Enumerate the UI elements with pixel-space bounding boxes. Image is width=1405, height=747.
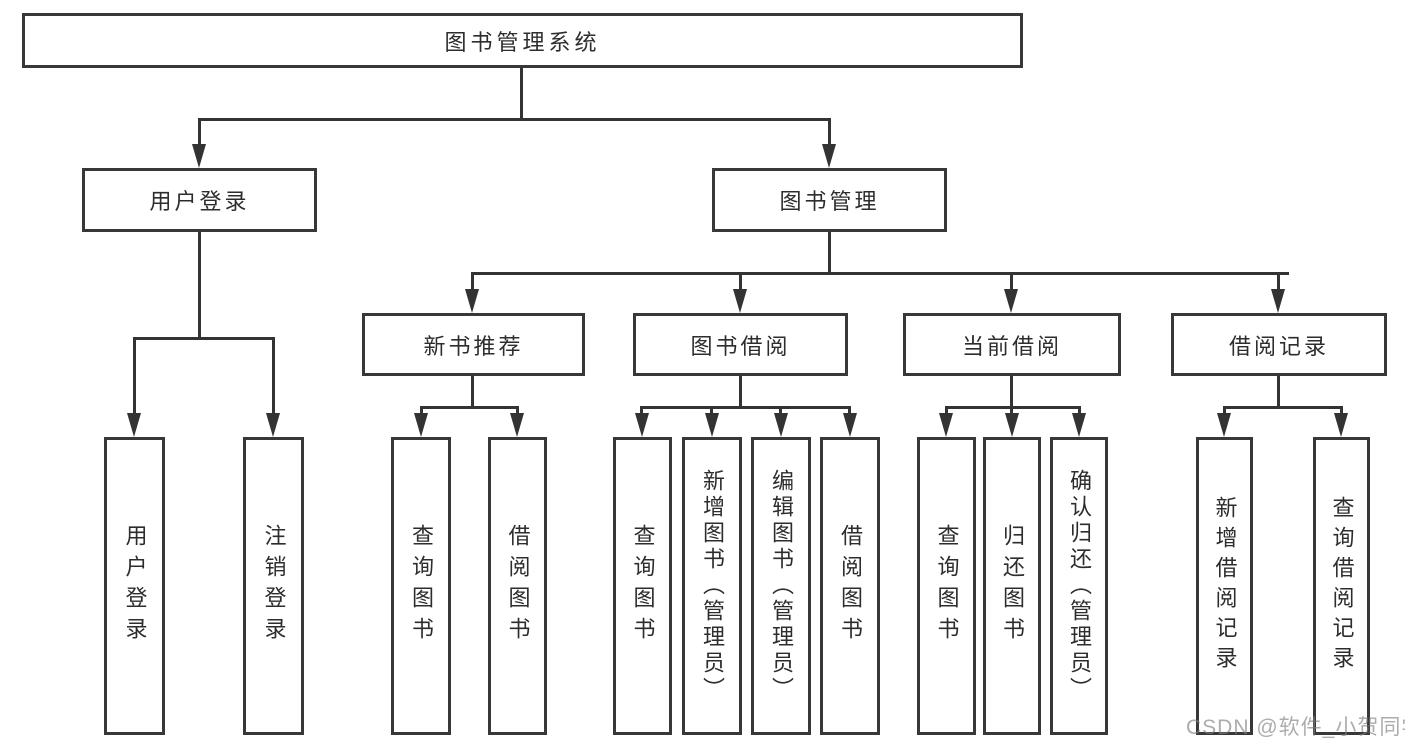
leaf-query-borrow-record: 查询借阅记录 <box>1313 437 1370 735</box>
arrow-down-icon <box>774 413 788 437</box>
arrow-down-icon <box>1217 413 1231 437</box>
watermark: CSDN @软件_小贺同学 <box>1186 716 1405 739</box>
edge-hline <box>945 406 1081 409</box>
leaf-label: 用户登录 <box>122 524 148 648</box>
leaf-label: 新增图书（管理员） <box>700 469 725 703</box>
edge-stem <box>779 406 782 418</box>
leaf-user-login: 用户登录 <box>104 437 165 735</box>
edge-vline <box>198 232 201 337</box>
node-label: 用户登录 <box>149 189 250 214</box>
node-label: 图书管理 <box>779 189 880 214</box>
edge-vline <box>739 376 742 407</box>
leaf-label: 查询图书 <box>630 524 656 648</box>
edge-hline <box>198 118 831 121</box>
leaf-logout: 注销登录 <box>243 437 304 735</box>
node-book-borrow: 图书借阅 <box>633 313 848 376</box>
edge-hline <box>420 406 519 409</box>
edge-vline <box>1010 376 1013 407</box>
leaf-query-book-current: 查询图书 <box>917 437 976 735</box>
leaf-borrow-book: 借阅图书 <box>820 437 880 735</box>
leaf-label: 新增借阅记录 <box>1212 496 1238 676</box>
edge-stem <box>848 406 851 418</box>
arrow-down-icon <box>1072 413 1086 437</box>
node-new-book-recommend: 新书推荐 <box>362 313 585 376</box>
leaf-label: 查询图书 <box>934 524 960 648</box>
edge-vline <box>520 68 523 118</box>
arrow-down-icon <box>192 144 206 168</box>
leaf-return-book: 归还图书 <box>983 437 1041 735</box>
leaf-add-book-admin: 新增图书（管理员） <box>682 437 742 735</box>
arrow-down-icon <box>510 413 524 437</box>
leaf-label: 归还图书 <box>1000 524 1025 648</box>
edge-hline <box>133 337 275 340</box>
arrow-down-icon <box>705 413 719 437</box>
edge-hline <box>1223 406 1343 409</box>
arrow-down-icon <box>843 413 857 437</box>
edge-stem <box>1078 406 1081 418</box>
edge-stem <box>471 272 474 295</box>
leaf-edit-book-admin: 编辑图书（管理员） <box>751 437 811 735</box>
leaf-label: 确认归还（管理员） <box>1067 469 1092 703</box>
leaf-label: 借阅图书 <box>505 524 531 648</box>
leaf-borrow-book-recommend: 借阅图书 <box>488 437 547 735</box>
edge-stem <box>272 337 275 417</box>
node-borrow-records: 借阅记录 <box>1171 313 1387 376</box>
leaf-label: 编辑图书（管理员） <box>769 469 794 703</box>
leaf-label: 查询图书 <box>409 524 434 648</box>
arrow-down-icon <box>414 413 428 437</box>
edge-vline <box>828 232 831 272</box>
node-label: 借阅记录 <box>1228 333 1329 359</box>
node-label: 图书借阅 <box>690 333 791 359</box>
edge-stem <box>1340 406 1343 418</box>
leaf-label: 查询借阅记录 <box>1329 496 1355 676</box>
node-label: 新书推荐 <box>423 333 524 359</box>
node-book-management: 图书管理 <box>712 168 947 232</box>
edge-stem <box>640 406 643 418</box>
edge-stem <box>1010 272 1013 295</box>
edge-stem <box>420 406 423 418</box>
arrow-down-icon <box>822 144 836 168</box>
edge-hline <box>471 272 1289 275</box>
edge-stem <box>828 118 831 148</box>
arrow-down-icon <box>127 413 141 437</box>
edge-hline <box>640 406 851 409</box>
edge-stem <box>1010 406 1013 418</box>
node-label: 当前借阅 <box>961 333 1062 359</box>
edge-stem <box>710 406 713 418</box>
leaf-add-borrow-record: 新增借阅记录 <box>1196 437 1253 735</box>
leaf-query-book-recommend: 查询图书 <box>391 437 451 735</box>
arrow-down-icon <box>635 413 649 437</box>
edge-stem <box>133 337 136 417</box>
edge-stem <box>1277 272 1280 295</box>
edge-vline <box>471 376 474 407</box>
leaf-confirm-return-admin: 确认归还（管理员） <box>1050 437 1108 735</box>
arrow-down-icon <box>266 413 280 437</box>
leaf-label: 注销登录 <box>261 524 287 648</box>
leaf-query-book-borrow: 查询图书 <box>613 437 672 735</box>
edge-stem <box>739 272 742 295</box>
arrow-down-icon <box>939 413 953 437</box>
edge-stem <box>516 406 519 418</box>
arrow-down-icon <box>733 289 747 313</box>
node-current-borrow: 当前借阅 <box>903 313 1121 376</box>
node-root-label: 图书管理系统 <box>444 29 601 55</box>
node-root: 图书管理系统 <box>22 13 1023 68</box>
edge-stem <box>945 406 948 418</box>
edge-stem <box>1223 406 1226 418</box>
arrow-down-icon <box>1271 289 1285 313</box>
edge-stem <box>198 118 201 148</box>
arrow-down-icon <box>1005 413 1019 437</box>
leaf-label: 借阅图书 <box>838 524 863 648</box>
edge-vline <box>1277 376 1280 407</box>
arrow-down-icon <box>1334 413 1348 437</box>
arrow-down-icon <box>465 289 479 313</box>
node-user-login: 用户登录 <box>82 168 317 232</box>
arrow-down-icon <box>1004 289 1018 313</box>
